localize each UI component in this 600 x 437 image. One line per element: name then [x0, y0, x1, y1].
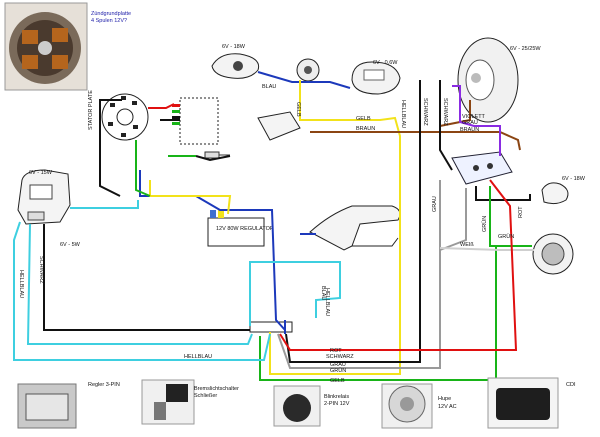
wire-label-rot-vert: ROT: [518, 206, 524, 218]
wire-label-schwarz: SCHWARZ: [326, 354, 354, 360]
legend-brake-switch-photo: [141, 379, 195, 425]
wire-label-grau: GRAU: [330, 362, 346, 368]
stator-title-line2: 4 Spulen 12V?: [91, 18, 127, 24]
wire-label-braun-left: BRAUN: [356, 126, 375, 132]
wire-label-rot: ROT: [330, 348, 342, 354]
wire-label-hellblau-top: HELLBLAU: [400, 100, 406, 128]
stator-title-line1: Zündgrundplatte: [91, 11, 131, 17]
brake-lever: [309, 205, 401, 251]
speedometer: [351, 61, 401, 95]
front-left-lamp: [17, 169, 71, 225]
top-mid-lamp-label: 6V - 18W: [222, 44, 246, 50]
wire-label-gelb-h: GELB: [356, 116, 371, 122]
handlebar-switch: [257, 111, 301, 141]
top-mid-lamp: [211, 53, 260, 79]
legend-3-line1: Blinkrelais: [324, 394, 349, 400]
small-left-lamp-label: 6V - 5W: [60, 242, 81, 248]
right-small-lamp: [541, 182, 569, 205]
wire-label-hellblau-bottom: HELLBLAU: [184, 354, 212, 360]
wire-label-blau: BLAU: [262, 84, 276, 90]
regulator: [207, 210, 265, 247]
wire-label-violett: VIOLETT: [462, 114, 486, 120]
wire-label-hellblau-left: HELLBLAU: [18, 270, 24, 298]
wire-label-blau-vert: BLAU: [320, 286, 326, 300]
legend-horn-photo: [381, 383, 433, 429]
wire-label-gelb: GELB: [330, 378, 345, 384]
wire-label-grau-vert: GRAU: [432, 196, 438, 212]
wire-label-schwarz-top: SCHWARZ: [422, 98, 428, 126]
wire-label-gruen-vert: GRÜN: [481, 216, 488, 232]
stator-plate: [101, 93, 149, 141]
legend-2-line1: Bremslichtschalter: [194, 386, 239, 392]
front-left-lamp-label: 6V - 15W: [29, 170, 53, 176]
wire-label-gelb: GELB: [295, 102, 301, 117]
legend-regler-photo: [17, 383, 77, 429]
wire-label-schwarz-left: SCHWARZ: [38, 256, 44, 284]
legend-3-line2: 2-PIN 12V: [324, 401, 350, 407]
legend-1-line1: Regler 3-PIN: [88, 382, 120, 388]
speedo-label: 6V - 0,6W: [373, 60, 398, 66]
connector-block: [249, 320, 293, 334]
wire-label-gruen: GRÜN: [330, 367, 346, 374]
wires: [13, 71, 534, 381]
ignition-coil: [204, 151, 230, 159]
legend-5-line1: CDI: [566, 382, 576, 388]
wire-label-gruen-h: GRÜN: [498, 233, 514, 240]
legend-cdi-photo: [487, 377, 559, 429]
wire-label-braun-right: BRAUN: [460, 127, 479, 133]
legend-4-line1: Hupe: [438, 396, 451, 402]
right-small-lamp-label: 6V - 18W: [562, 176, 586, 182]
legend-flasher-photo: [273, 385, 321, 427]
stator-photo: [4, 2, 88, 91]
wire-label-weiss: WEIß: [460, 242, 474, 248]
switch-unit: [296, 58, 320, 82]
junction-box: [451, 151, 513, 185]
headlight: [457, 37, 519, 123]
wire-label-grau-top: GRAU: [462, 120, 478, 126]
stator-plate-label: STATOR PLATE: [88, 90, 94, 130]
wire-label-schwarz-top2: SCHWARZ: [442, 98, 448, 126]
regulator-label: 12V 80W REGULATOR: [216, 226, 274, 232]
headlight-label: 6V - 25/25W: [510, 46, 541, 52]
horn: [532, 233, 574, 275]
legend-2-line2: Schließer: [194, 393, 217, 399]
legend-4-line2: 12V AC: [438, 404, 457, 410]
wire-label-hellblau-mid: HELLBLAU: [324, 288, 330, 316]
